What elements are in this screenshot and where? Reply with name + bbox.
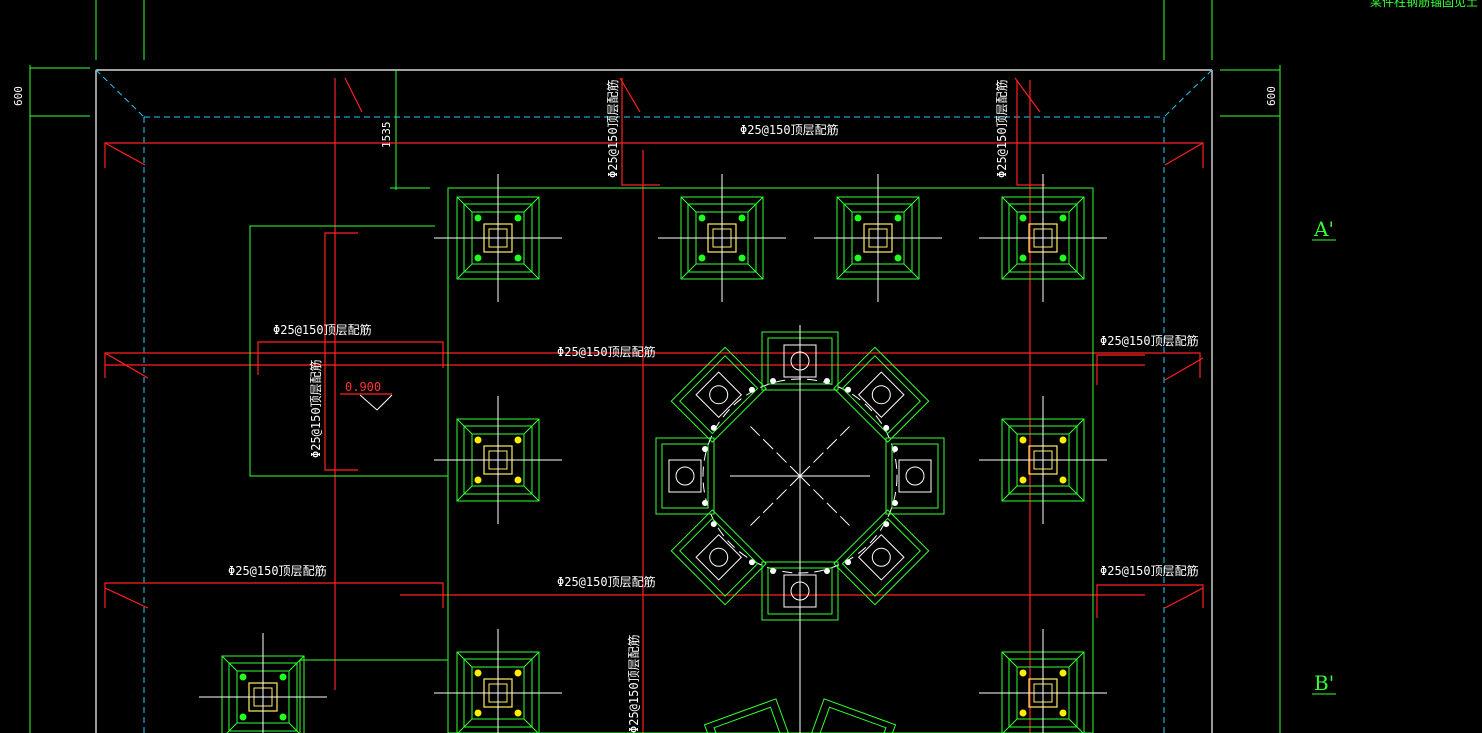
pile-dot xyxy=(474,476,482,484)
pile-cap xyxy=(199,633,327,733)
octagon-pile xyxy=(885,437,945,515)
pile-dot xyxy=(698,254,706,262)
pile-dot xyxy=(514,436,522,444)
pile-dot xyxy=(474,709,482,717)
pile-dot xyxy=(1019,669,1027,677)
octagon-pile xyxy=(670,346,767,443)
rebar-label-lower-left: Φ25@150顶层配筋 xyxy=(228,563,327,578)
rebar-label-right-1: Φ25@150顶层配筋 xyxy=(1100,333,1199,348)
pile-dot xyxy=(1059,476,1067,484)
pile-cap xyxy=(434,396,562,524)
pile-dot xyxy=(854,254,862,262)
pile-dot xyxy=(894,214,902,222)
pile-dot xyxy=(474,669,482,677)
lower-pile-partial xyxy=(703,698,791,733)
rebar-label-vertical-right: Φ25@150顶层配筋 xyxy=(994,79,1009,178)
rebar-lines xyxy=(104,77,1204,733)
pile-cap xyxy=(979,174,1107,302)
pile-cap xyxy=(434,629,562,733)
pile-dot xyxy=(738,214,746,222)
pile-cap xyxy=(979,629,1107,733)
pile-dot xyxy=(1019,214,1027,222)
pile-dot xyxy=(698,214,706,222)
grid-label-b: B' xyxy=(1314,671,1334,695)
pile-dot xyxy=(474,436,482,444)
octagon-pile xyxy=(655,437,715,515)
pile-dot xyxy=(279,673,287,681)
rebar-label-top: Φ25@150顶层配筋 xyxy=(740,122,839,137)
pile-dot xyxy=(1019,254,1027,262)
pile-dot xyxy=(1059,254,1067,262)
elevation-label: 0.900 xyxy=(345,380,381,394)
pile-dot xyxy=(514,214,522,222)
pile-cap xyxy=(434,174,562,302)
pile-dot xyxy=(738,254,746,262)
rebar-label-lower-mid: Φ25@150顶层配筋 xyxy=(557,574,656,589)
dashed-inner-outline xyxy=(95,69,1213,733)
dim-600-right: 600 xyxy=(1265,86,1278,106)
rebar-label-mid: Φ25@150顶层配筋 xyxy=(557,344,656,359)
pile-dot xyxy=(894,254,902,262)
pile-dot xyxy=(1059,709,1067,717)
pile-dot xyxy=(1059,669,1067,677)
pile-dot xyxy=(474,254,482,262)
pile-dot xyxy=(514,709,522,717)
pile-dot xyxy=(514,669,522,677)
dim-1535: 1535 xyxy=(380,122,393,149)
pile-dot xyxy=(1059,214,1067,222)
pile-dot xyxy=(514,254,522,262)
lower-pile-partial xyxy=(809,698,897,733)
pile-dot xyxy=(854,214,862,222)
pile-dot xyxy=(1019,476,1027,484)
rebar-label-right-2: Φ25@150顶层配筋 xyxy=(1100,563,1199,578)
pile-dot xyxy=(1019,709,1027,717)
dim-600-left: 600 xyxy=(12,86,25,106)
elevation-marker xyxy=(359,394,393,411)
pile-dot xyxy=(279,713,287,721)
pile-dot xyxy=(1019,436,1027,444)
pile-cap xyxy=(814,174,942,302)
octagon-pile xyxy=(833,346,930,443)
pile-dot xyxy=(514,476,522,484)
octagon-pile xyxy=(670,509,767,606)
rebar-label-box: Φ25@150顶层配筋 xyxy=(273,322,372,337)
foundation-outline xyxy=(95,69,1213,733)
grid-label-a: A' xyxy=(1313,217,1334,241)
rebar-label-box-vertical: Φ25@150顶层配筋 xyxy=(308,359,323,458)
tower-crane-base-octagon xyxy=(655,325,945,733)
rebar-label-vertical-left: Φ25@150顶层配筋 xyxy=(605,79,620,178)
outer-frame xyxy=(29,0,1281,733)
pile-dot xyxy=(239,713,247,721)
pile-caps xyxy=(199,174,1107,733)
pile-dot xyxy=(1059,436,1067,444)
rebar-label-bottom-vertical: Φ25@150顶层配筋 xyxy=(626,634,641,733)
pile-cap xyxy=(979,396,1107,524)
pile-dot xyxy=(474,214,482,222)
pile-dot xyxy=(239,673,247,681)
octagon-pile xyxy=(833,509,930,606)
pile-cap xyxy=(658,174,786,302)
top-right-note: 某件柱钢筋锚固见土 xyxy=(1370,0,1478,9)
dim-1535-ticks xyxy=(390,70,430,190)
